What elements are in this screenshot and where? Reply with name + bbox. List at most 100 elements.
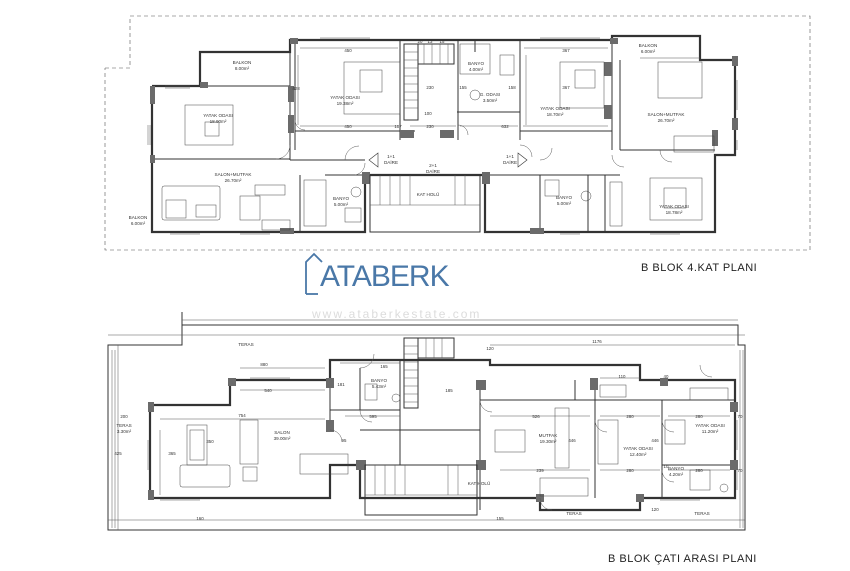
area-salon-left: 26.70m² <box>225 178 242 183</box>
label-teras-bottom-a: TERAS <box>566 511 581 516</box>
bottom-roof-hatch <box>111 350 744 528</box>
label-yatak-left: YATAK ODASI <box>203 113 233 118</box>
top-furniture <box>161 43 715 231</box>
area-gorev-odasi: 3.50m² <box>483 98 498 103</box>
area-banyo-center: 4.00m² <box>469 67 484 72</box>
label-yatak-a: YATAK ODASI <box>623 446 653 451</box>
dim-bot-280d: 280 <box>695 468 703 473</box>
dim-bot-526: 526 <box>532 414 540 419</box>
area-mutfak: 19.30m² <box>540 439 557 444</box>
dim-bot-70a: 70 <box>738 414 743 419</box>
dim-top-230b: 230 <box>426 85 434 90</box>
daire-center-type: 2+1 <box>429 163 437 168</box>
dim-bot-280b: 280 <box>695 414 703 419</box>
dim-bot-95: 95 <box>342 438 347 443</box>
label-mutfak: MUTFAK <box>539 433 559 438</box>
dim-bot-181: 181 <box>337 382 345 387</box>
area-salon: 39.00m² <box>274 436 291 441</box>
ataberk-logo-text: ATABERK <box>320 260 450 293</box>
daire-right-label: DAİRE <box>503 159 517 165</box>
label-salon-left: SALON+MUTFAK <box>215 172 253 177</box>
label-yatak-right: YATAK ODASI <box>659 204 689 209</box>
bottom-windows <box>147 362 738 501</box>
label-banyo-a: BANYO <box>371 378 388 383</box>
label-yatak-center-right: YATAK ODASI <box>540 106 570 111</box>
top-interior-walls <box>152 40 715 232</box>
area-yatak-center: 19.38m² <box>337 101 354 106</box>
dim-top-107: 107 <box>394 124 402 129</box>
dim-bot-280a: 280 <box>626 414 634 419</box>
dim-bot-425: 425 <box>114 451 122 456</box>
dim-top-15: 15 <box>440 39 445 44</box>
dim-bot-280c: 280 <box>626 468 634 473</box>
bottom-dimension-labels: 1176 880 540 754 200 425 595 526 280 280… <box>114 339 743 521</box>
top-floor-plan <box>104 15 811 251</box>
dim-bot-110: 110 <box>619 374 627 379</box>
bottom-stairs <box>364 337 478 516</box>
daire-left-label: DAİRE <box>384 159 398 165</box>
dim-top-450a: 450 <box>344 48 352 53</box>
bottom-columns <box>148 378 738 502</box>
dim-bot-595: 595 <box>369 414 377 419</box>
label-teras-bottom-b: TERAS <box>694 511 709 516</box>
dim-bot-350: 350 <box>206 439 214 444</box>
dim-bot-200: 200 <box>120 414 128 419</box>
top-windows <box>147 37 738 235</box>
dim-bot-1176: 1176 <box>592 339 602 344</box>
dim-top-13: 13 <box>428 39 433 44</box>
dim-top-158: 158 <box>508 85 516 90</box>
top-columns <box>150 38 738 234</box>
bottom-plan-title: B BLOK ÇATI ARASI PLANI <box>608 553 757 565</box>
dim-bot-155: 155 <box>496 516 504 521</box>
dim-bot-165: 165 <box>380 364 388 369</box>
top-daire-markers <box>368 152 528 168</box>
dim-bot-120b: 120 <box>651 507 659 512</box>
area-yatak-b: 11.20m² <box>702 429 719 434</box>
top-dimension-lines <box>297 47 608 127</box>
label-balkon-small: BALKON <box>129 215 148 220</box>
dim-bot-540: 540 <box>264 388 272 393</box>
label-banyo-left: BANYO <box>333 196 350 201</box>
area-banyo-right: 5.00m² <box>557 201 572 206</box>
bottom-exterior-wall <box>148 358 737 512</box>
dim-bot-120a: 120 <box>486 346 494 351</box>
dim-bot-185: 185 <box>445 388 453 393</box>
dim-bot-70b: 70 <box>738 468 743 473</box>
label-salon: SALON <box>274 430 290 435</box>
label-kat-holu-bottom: KAT HOLÜ <box>468 480 491 486</box>
label-salon-right: SALON+MUTFAK <box>648 112 686 117</box>
bottom-roof-outline <box>107 312 746 531</box>
dim-top-632: 632 <box>501 124 509 129</box>
daire-right-type: 1+1 <box>506 154 514 159</box>
bottom-floor-plan <box>107 312 746 531</box>
bottom-dimension-lines <box>159 344 735 495</box>
dim-top-155: 155 <box>459 85 467 90</box>
top-dimension-labels: 450 450 230 230 367 367 428 107 632 20 1… <box>292 39 570 129</box>
area-yatak-right: 18.78m² <box>666 210 683 215</box>
dim-bot-10: 10 <box>664 464 669 469</box>
dim-bot-446b: 446 <box>651 438 659 443</box>
ataberk-logo-icon <box>305 252 323 295</box>
area-banyo-left: 5.00m² <box>334 202 349 207</box>
label-kat-holu-top: KAT HOLÜ <box>417 191 440 197</box>
top-room-labels: BALKON 8.00m² YATAK ODASI 18.90m² SALON+… <box>129 43 689 226</box>
area-yatak-center-right: 18.70m² <box>547 112 564 117</box>
dim-bot-365: 365 <box>168 451 176 456</box>
watermark-text: www.ataberkestate.com <box>311 307 481 321</box>
dim-top-367b: 367 <box>562 85 570 90</box>
label-teras-left: TERAS <box>116 423 131 428</box>
top-stairs <box>369 43 481 233</box>
area-balkon-left: 8.00m² <box>235 66 250 71</box>
label-banyo-center: BANYO <box>468 61 485 66</box>
dim-top-428: 428 <box>292 86 300 91</box>
bottom-room-labels: TERAS TERAS 3.30m² SALON 39.00m² BANYO 5… <box>116 342 724 516</box>
area-yatak-a: 12.40m² <box>630 452 647 457</box>
bottom-furniture <box>179 383 729 497</box>
dim-bot-160: 160 <box>196 516 204 521</box>
top-plan-title: B BLOK 4.KAT PLANI <box>641 262 758 274</box>
label-balkon-right: BALKON <box>639 43 658 48</box>
label-gorev-odasi: G. ODASI <box>480 92 500 97</box>
daire-center-label: DAİRE <box>426 168 440 174</box>
